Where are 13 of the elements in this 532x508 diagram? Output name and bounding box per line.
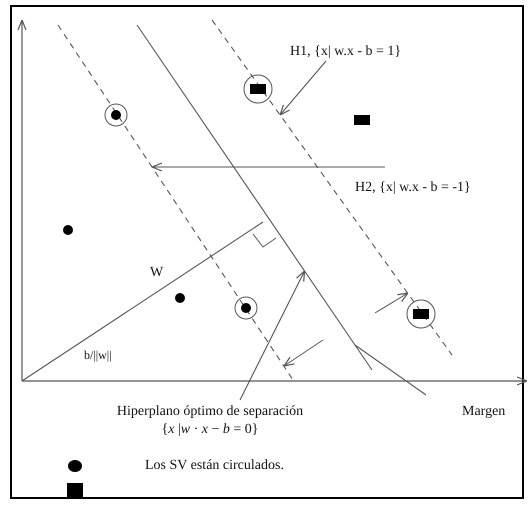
annotation-label: Margen bbox=[462, 403, 506, 421]
leader-line bbox=[279, 60, 326, 116]
vector-label: W bbox=[150, 264, 164, 282]
annotation-label: Hiperplano óptimo de separación bbox=[116, 403, 304, 421]
leader-line bbox=[354, 344, 426, 396]
margin-hyperplane-line bbox=[212, 20, 452, 356]
equation-text: {x |w · x − b = 0} bbox=[160, 421, 260, 439]
leader-line bbox=[151, 162, 385, 172]
distance-label: b/||w|| bbox=[84, 347, 112, 364]
annotation-label: H2, {x| w.x - b = -1} bbox=[355, 179, 471, 197]
legend-text: Los SV están circulados. bbox=[145, 457, 284, 475]
annotation-label: H1, {x| w.x - b = 1} bbox=[290, 43, 402, 61]
leader-line bbox=[240, 270, 306, 400]
